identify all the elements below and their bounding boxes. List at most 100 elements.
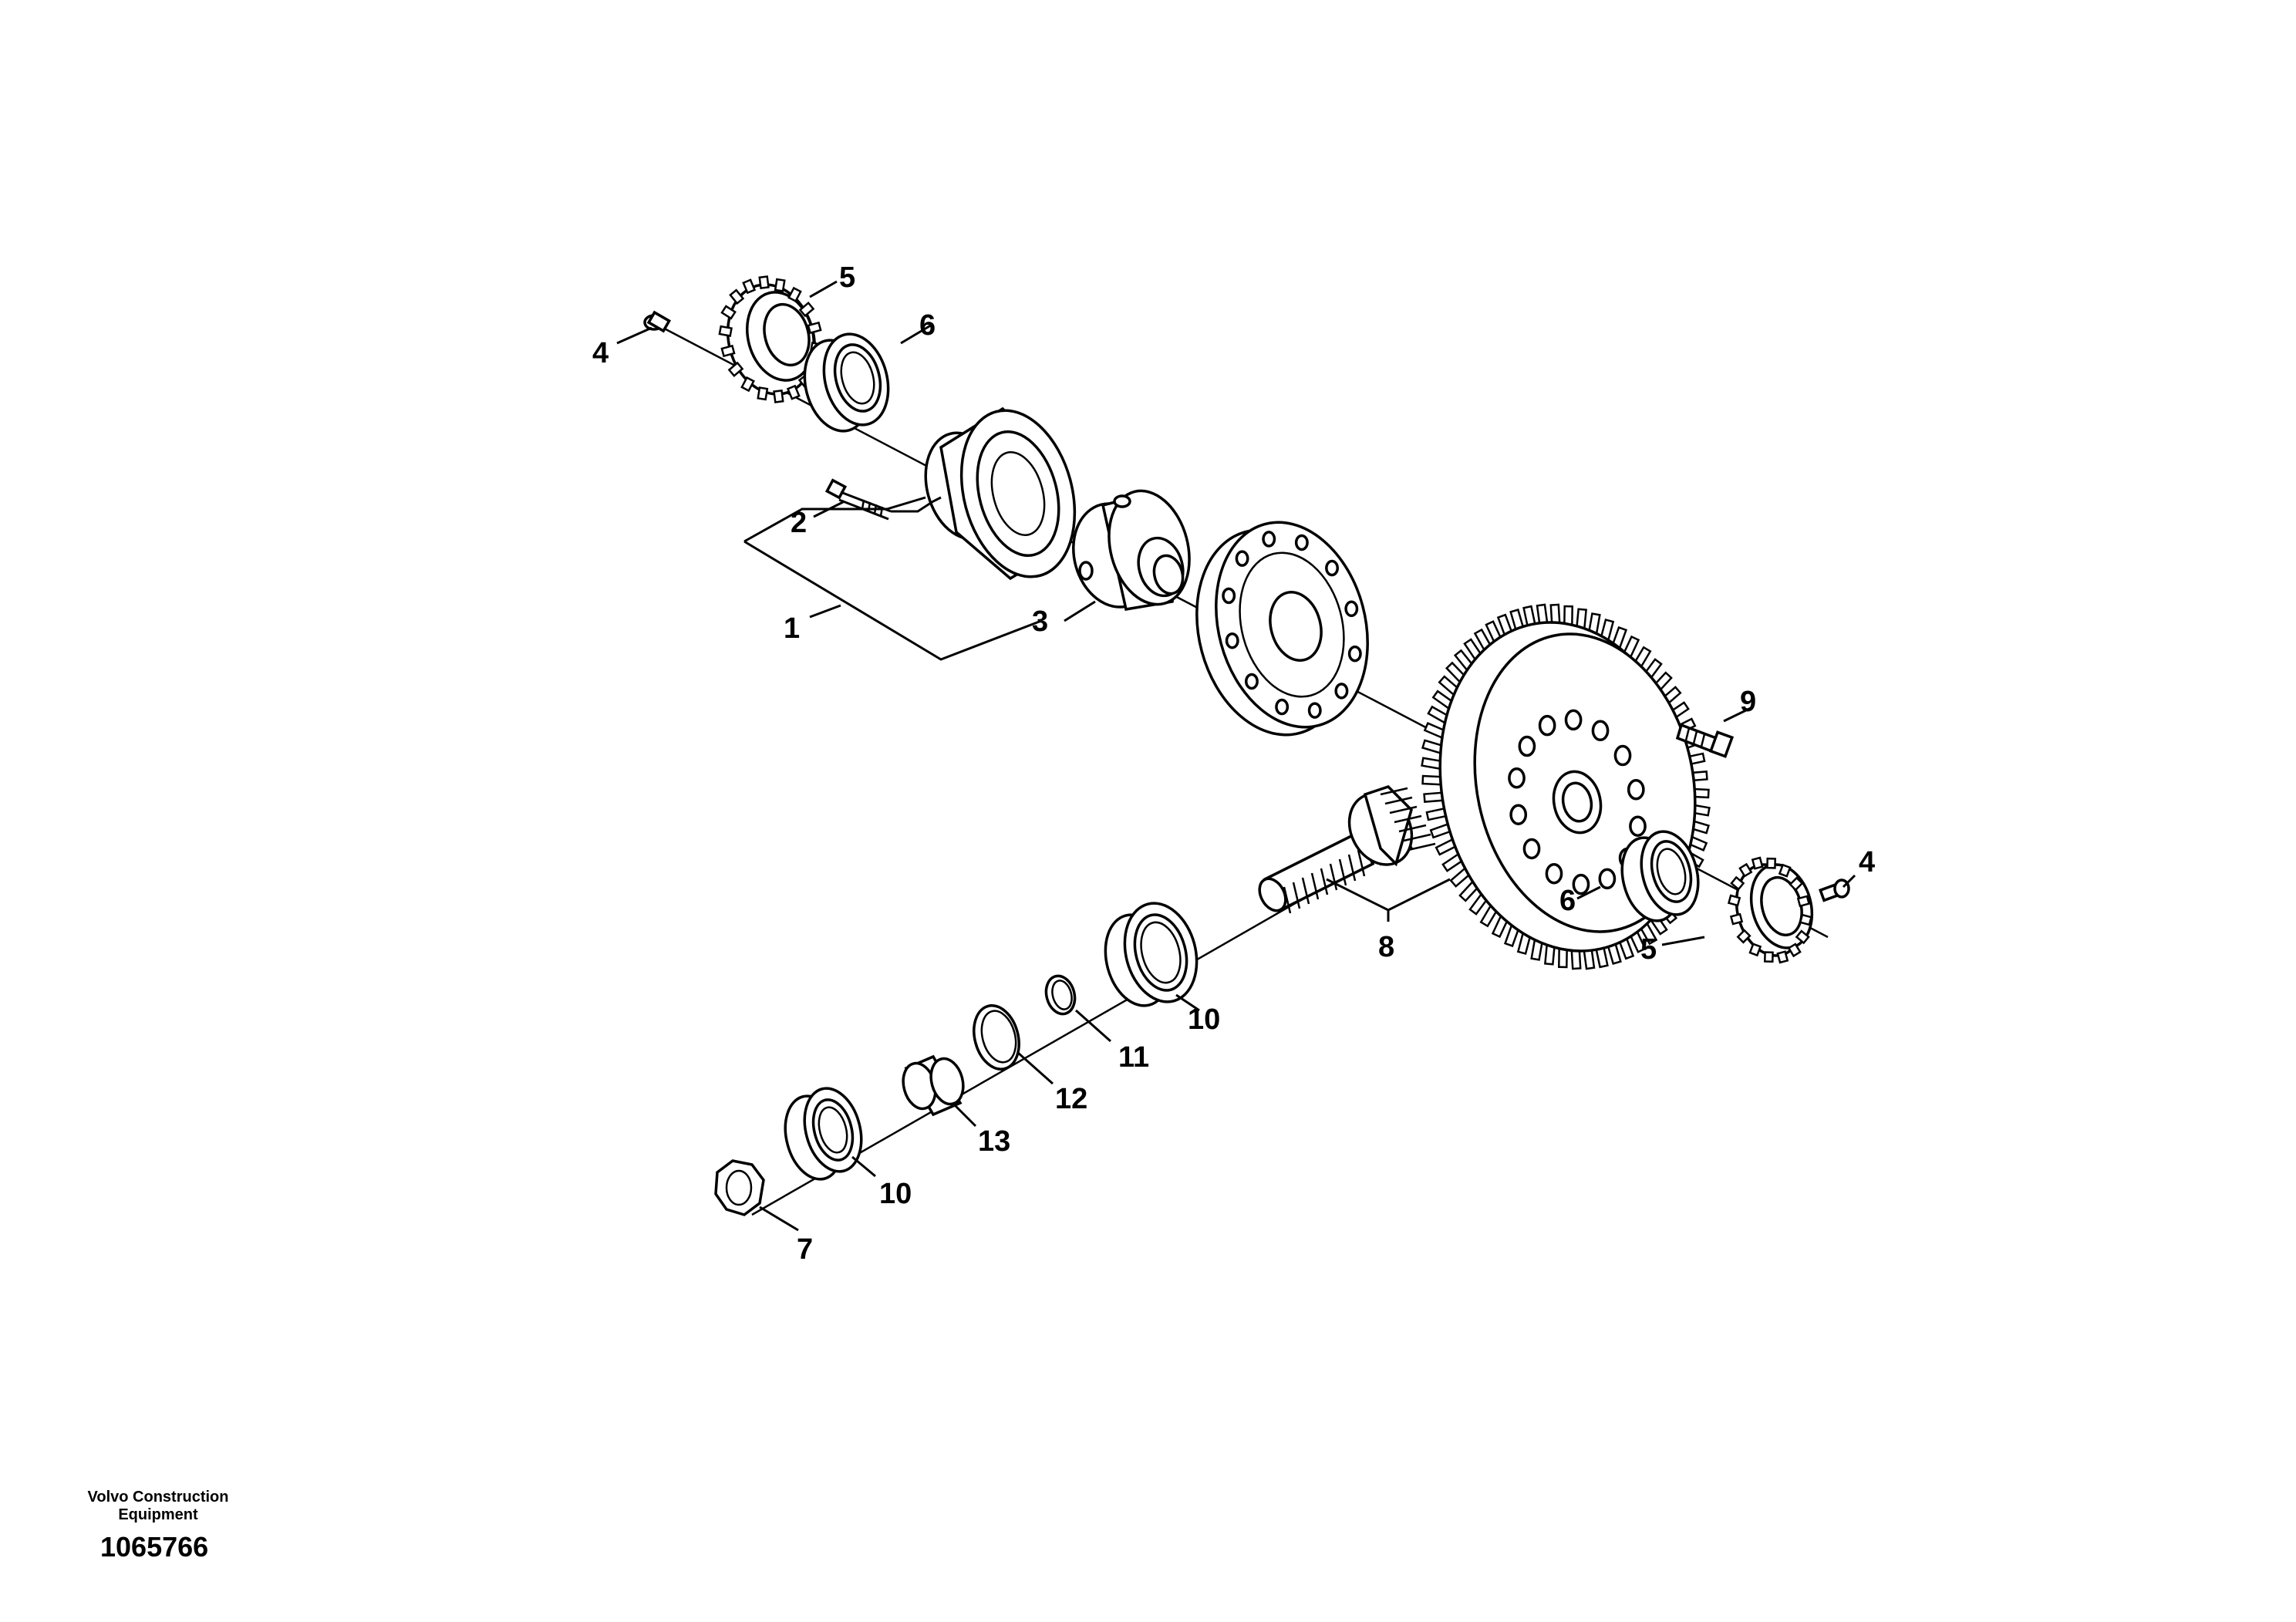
- part-10-bearing-lower: [784, 1087, 863, 1181]
- adjusting-ring-tooth: [729, 288, 745, 305]
- adjusting-ring-tooth: [720, 344, 736, 358]
- adjusting-ring-tooth: [786, 384, 801, 400]
- adjusting-ring-tooth: [798, 302, 815, 318]
- differential-housing-half: [924, 406, 1077, 581]
- pinion-tooth: [1403, 833, 1431, 842]
- callout-3: 3: [1032, 605, 1048, 638]
- crown-wheel-bolt-hole: [1509, 804, 1528, 825]
- case-bolt-hole: [1235, 550, 1249, 567]
- crown-wheel-bolt-hole: [1591, 720, 1610, 742]
- pinion-tooth: [1389, 805, 1418, 814]
- shaft-spline: [1347, 854, 1357, 882]
- part-6-bearing-upper: [803, 332, 890, 433]
- case-bolt-hole: [1344, 600, 1359, 618]
- adjusting-ring-tooth: [1729, 912, 1744, 926]
- pinion-tooth: [1384, 796, 1413, 805]
- part-3-differential-gears: [1072, 489, 1191, 611]
- document-number: 1065766: [100, 1531, 209, 1563]
- case-bolt-hole: [1307, 702, 1322, 719]
- callout-1: 1: [784, 612, 800, 645]
- crown-wheel-bolt-hole: [1518, 735, 1536, 757]
- adjusting-ring-tooth: [1763, 951, 1774, 963]
- adjusting-ring-tooth: [1736, 929, 1752, 944]
- adjusting-ring-tooth: [1795, 929, 1810, 945]
- crown-wheel-bolt-hole: [1572, 873, 1590, 895]
- callout-11: 11: [1118, 1041, 1149, 1074]
- case-bolt-hole: [1225, 632, 1239, 649]
- pinion-tooth: [1398, 824, 1427, 833]
- adjusting-ring-tooth: [758, 275, 770, 290]
- adjusting-ring-tooth: [1796, 895, 1811, 908]
- case-bolt-hole: [1347, 645, 1362, 663]
- case-bolt-hole: [1262, 531, 1276, 548]
- callout-5-upper: 5: [839, 261, 855, 294]
- part-13-spacer: [902, 1054, 965, 1117]
- callout-4-right: 4: [1859, 846, 1875, 878]
- adjusting-ring-tooth: [787, 286, 802, 303]
- crown-wheel-bolt-hole: [1508, 767, 1526, 789]
- case-bolt-hole: [1245, 673, 1259, 690]
- part-5-adjusting-ring-right: [1727, 856, 1814, 964]
- crown-wheel-bolt-hole: [1629, 815, 1647, 837]
- adjusting-ring-tooth: [718, 325, 733, 337]
- crown-wheel-bolt-hole: [1627, 779, 1645, 801]
- pinion-tooth: [1408, 842, 1436, 851]
- adjusting-ring-tooth: [1730, 875, 1745, 891]
- shaft-spline: [1301, 877, 1310, 905]
- case-bolt-hole: [1275, 698, 1290, 716]
- part-8-crown-wheel: [1421, 603, 1711, 970]
- adjusting-ring-tooth: [1789, 876, 1804, 892]
- crown-wheel-bolt-hole: [1598, 868, 1617, 890]
- adjusting-ring-tooth: [807, 321, 822, 335]
- case-bolt-hole: [1334, 683, 1349, 700]
- leader-lines: [616, 280, 1856, 1232]
- pinion-tooth: [1394, 814, 1422, 824]
- differential-case: [1195, 521, 1369, 737]
- callout-5-right: 5: [1640, 933, 1657, 966]
- adjusting-ring-tooth: [720, 305, 737, 320]
- callout-8: 8: [1378, 931, 1394, 963]
- shaft-spline: [1357, 849, 1366, 877]
- adjusting-ring-tooth: [1778, 863, 1792, 878]
- adjusting-ring-tooth: [757, 386, 769, 401]
- adjusting-ring-tooth: [1751, 856, 1764, 870]
- adjusting-ring-tooth: [740, 376, 755, 393]
- callout-12: 12: [1055, 1083, 1087, 1115]
- shaft-spline: [1338, 858, 1347, 886]
- callout-4-upper: 4: [592, 337, 609, 369]
- crown-wheel-bolt-hole: [1613, 744, 1632, 767]
- callout-2: 2: [791, 507, 807, 539]
- crown-wheel-bolt-hole: [1545, 862, 1563, 885]
- crown-wheel-bolt-hole: [1564, 709, 1583, 731]
- crown-wheel-bolt-hole: [1538, 714, 1556, 737]
- company-caption: Volvo Construction Equipment: [31, 1489, 285, 1524]
- adjusting-ring-tooth: [742, 278, 757, 295]
- part-4-screw-upper: [643, 310, 672, 333]
- callout-6-upper: 6: [919, 309, 936, 342]
- company-line-2: Equipment: [118, 1506, 198, 1523]
- shaft-spline: [1320, 868, 1329, 895]
- callout-9: 9: [1740, 686, 1756, 718]
- callout-labels: 4 5 6 2 1 3 9 4 6 5 8 10 11 12 13 10 7: [592, 261, 1875, 1266]
- adjusting-ring-tooth: [1766, 857, 1777, 869]
- part-10-bearing-upper: [1104, 902, 1199, 1007]
- shaft-spline: [1292, 882, 1301, 909]
- adjusting-ring-tooth: [1727, 894, 1741, 907]
- case-bolt-hole: [1294, 534, 1309, 551]
- adjusting-ring-tooth: [773, 389, 784, 403]
- callout-10-upper: 10: [1188, 1003, 1220, 1036]
- shaft-spline: [1283, 886, 1292, 914]
- part-4-screw-right: [1819, 878, 1850, 902]
- part-12-shim: [973, 1004, 1020, 1071]
- shaft-spline: [1329, 863, 1338, 891]
- pinion-tooth: [1380, 787, 1408, 796]
- part-6-bearing-right: [1620, 830, 1700, 922]
- part-8-pinion-shaft: [1258, 784, 1436, 914]
- crown-wheel-bolt-hole: [1522, 838, 1541, 860]
- part-11-ring: [1044, 974, 1077, 1016]
- adjusting-ring-tooth: [1787, 943, 1802, 958]
- company-line-1: Volvo Construction: [87, 1489, 229, 1506]
- adjusting-ring-tooth: [1738, 862, 1753, 878]
- adjusting-ring-tooth: [1799, 913, 1813, 926]
